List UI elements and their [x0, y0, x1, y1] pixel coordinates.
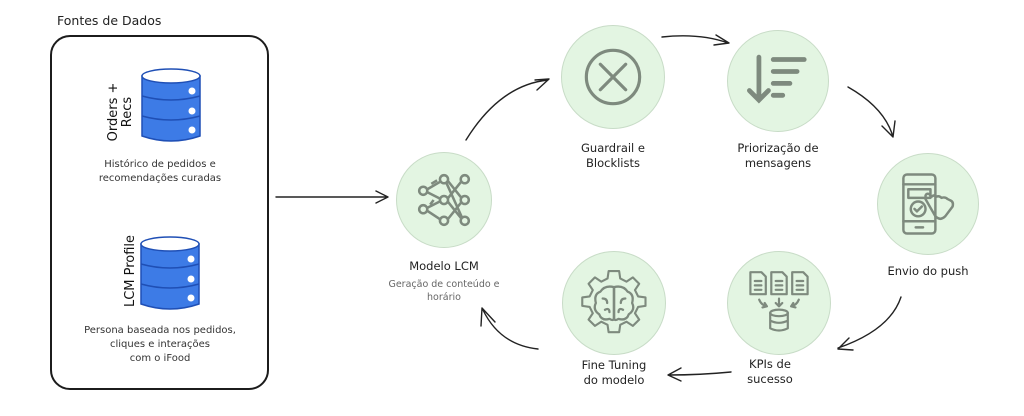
node-label: Modelo LCM — [409, 259, 479, 273]
documents-to-database-icon — [749, 271, 809, 332]
node-kpis — [727, 251, 831, 355]
sources-title: Fontes de Dados — [57, 13, 162, 28]
arrow-push-to-kpis — [837, 296, 902, 351]
neural-network-icon — [417, 173, 471, 227]
node-description: Geração de conteúdo e horário — [388, 279, 500, 303]
database-label: Orders + Recs — [106, 82, 135, 142]
arrow-guardrail-to-priority — [661, 34, 730, 46]
node-label: KPIs de sucesso — [747, 357, 793, 386]
node-guardrail — [561, 25, 665, 129]
arrow-sources-to-model — [275, 190, 389, 204]
arrow-finetune-to-model — [480, 307, 539, 350]
arrow-model-to-guardrail — [465, 78, 550, 141]
arrow-priority-to-push — [847, 86, 896, 138]
x-circle-icon — [584, 48, 642, 106]
node-label: Priorização de mensagens — [737, 141, 819, 170]
phone-tap-icon — [902, 173, 955, 235]
data-sources-container — [50, 35, 269, 390]
node-model-lcm — [396, 152, 492, 248]
database-description: Histórico de pedidos e recomendações cur… — [98, 159, 222, 184]
database-label: LCM Profile — [123, 234, 138, 308]
database-icon — [141, 68, 201, 142]
database-lcm-profile — [139, 234, 201, 314]
node-push — [877, 153, 979, 255]
node-label: Guardrail e Blocklists — [581, 141, 645, 170]
database-orders-recs — [140, 66, 202, 146]
node-label: Envio do push — [887, 264, 969, 278]
node-prioritization — [727, 30, 829, 132]
node-label: Fine Tuning do modelo — [581, 358, 647, 387]
database-description: Persona baseada nos pedidos, cliques e i… — [84, 325, 236, 364]
node-fine-tuning — [562, 251, 666, 355]
sort-descending-icon — [747, 54, 807, 104]
database-icon — [140, 236, 200, 310]
brain-gear-icon — [581, 270, 647, 334]
